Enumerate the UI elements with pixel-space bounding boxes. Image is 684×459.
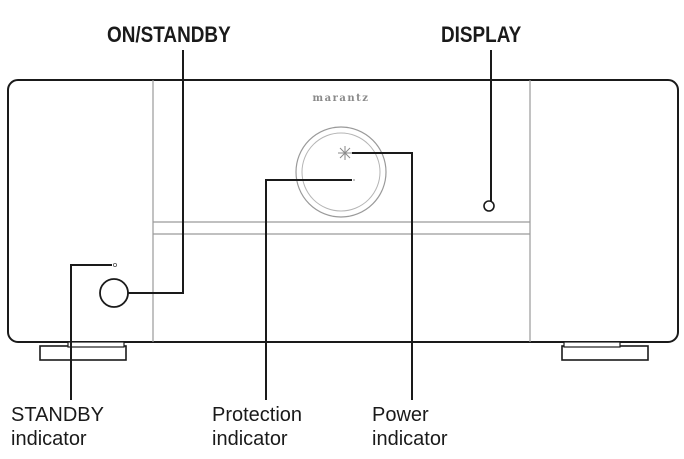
standby-indicator-label-line1: STANDBY bbox=[11, 404, 104, 426]
protection-indicator-label-line1: Protection bbox=[212, 404, 303, 426]
brand-logo: marantz bbox=[313, 93, 370, 104]
dial-inner-ring bbox=[301, 132, 381, 212]
protection-indicator-dot bbox=[353, 179, 355, 181]
on-standby-button[interactable] bbox=[99, 278, 129, 308]
on-standby-leader bbox=[128, 50, 184, 294]
foot-left bbox=[39, 341, 127, 361]
foot-right bbox=[561, 341, 649, 361]
standby-indicator-leader bbox=[70, 264, 112, 400]
power-indicator-label-line1: Power bbox=[372, 404, 429, 426]
power-indicator-label: Power indicator bbox=[372, 403, 448, 451]
protection-indicator-label-line2: indicator bbox=[212, 428, 288, 450]
display-label: DISPLAY bbox=[441, 22, 522, 47]
power-indicator-label-line2: indicator bbox=[372, 428, 448, 450]
protection-indicator-leader bbox=[265, 179, 352, 400]
display-button[interactable] bbox=[483, 200, 495, 212]
dial-outer-ring bbox=[295, 126, 387, 218]
power-indicator-leader bbox=[352, 152, 413, 400]
standby-indicator-led bbox=[113, 262, 118, 267]
power-indicator-asterisk bbox=[338, 146, 352, 160]
standby-indicator-label-line2: indicator bbox=[11, 428, 87, 450]
on-standby-label: ON/STANDBY bbox=[107, 22, 231, 47]
standby-indicator-label: STANDBY indicator bbox=[11, 403, 104, 451]
protection-indicator-label: Protection indicator bbox=[212, 403, 302, 451]
